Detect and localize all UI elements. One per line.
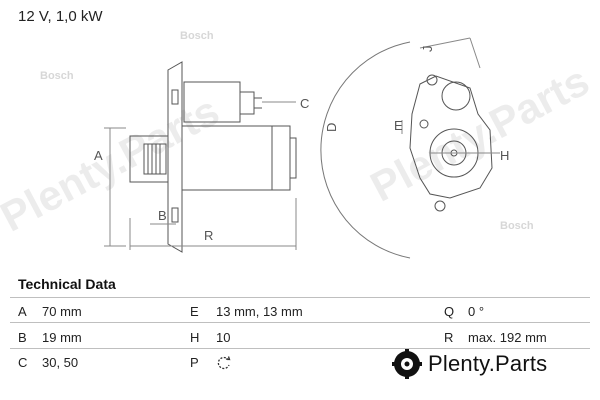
pinion-gear — [143, 143, 167, 175]
starter-technical-drawing: A B C R D E H J — [94, 37, 509, 259]
bolt-bottom — [434, 200, 446, 212]
table-key: A — [18, 304, 27, 319]
table-value: 0 ° — [468, 304, 485, 319]
solenoid-front — [441, 81, 471, 111]
table-key: C — [18, 355, 28, 370]
solenoid-terminal — [239, 91, 255, 115]
flange-hole-bottom — [171, 207, 179, 223]
label-a: A — [94, 148, 103, 163]
front-housing — [409, 75, 493, 199]
label-b: B — [158, 208, 167, 223]
label-j: J — [420, 46, 435, 53]
mounting-flange — [167, 61, 183, 253]
table-value: 10 — [216, 330, 231, 345]
bolt-left — [419, 119, 429, 129]
table-key: Q — [444, 304, 455, 319]
table-divider-1 — [10, 322, 590, 323]
table-value: 13 mm, 13 mm — [216, 304, 303, 319]
label-e: E — [394, 118, 403, 133]
brand-text: Plenty.Parts — [428, 351, 548, 376]
motor-body — [181, 125, 291, 191]
label-c: C — [300, 96, 309, 111]
page-title: 12 V, 1,0 kW — [18, 8, 103, 25]
flange-hole-top — [171, 89, 179, 105]
table-key: R — [444, 330, 454, 345]
table-value: max. 192 mm — [468, 330, 547, 345]
table-key: B — [18, 330, 27, 345]
plenty-parts-brand: Plenty.Parts — [392, 346, 547, 382]
plenty-parts-logo-icon — [392, 349, 422, 379]
table-divider-2 — [10, 348, 590, 349]
solenoid — [183, 81, 241, 123]
table-key: E — [190, 304, 199, 319]
table-key: H — [190, 330, 200, 345]
label-r: R — [204, 228, 213, 243]
label-h: H — [500, 148, 509, 163]
table-key: P — [190, 355, 199, 370]
table-value: 70 mm — [42, 304, 82, 319]
table-value: 30, 50 — [42, 355, 79, 370]
table-divider-top — [10, 297, 590, 298]
mount-arc — [320, 41, 411, 259]
motor-end-cap — [289, 137, 297, 179]
label-d: D — [324, 123, 339, 132]
rotation-arrow-icon — [217, 356, 231, 370]
table-value: 19 mm — [42, 330, 82, 345]
bolt-top — [426, 74, 438, 86]
technical-data-heading: Technical Data — [18, 276, 116, 292]
pinion-housing — [129, 135, 169, 183]
